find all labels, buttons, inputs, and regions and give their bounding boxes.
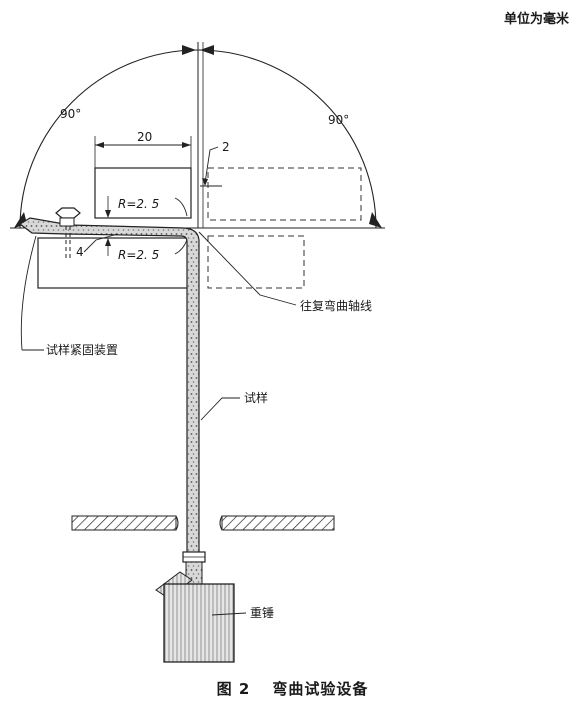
leader-clamp [20,235,37,351]
leader-specimen [200,397,240,421]
leader-bend-axis [198,231,297,306]
radius-upper-arrowhead [105,210,111,218]
guide-plate-left [71,515,177,531]
figure-caption: 图 2 弯曲试验设备 [0,678,585,699]
lower-jaw-block [37,237,192,289]
label-ref-4: 4 [76,245,84,259]
label-dim-20: 20 [137,130,152,144]
label-angle-right: 90° [328,113,349,127]
dim-arrow-right [182,142,191,148]
dashed-jaw-lower [207,235,305,289]
guide-hole-left-edge [175,515,179,531]
caption-number: 图 2 [216,680,251,698]
leader-2 [204,146,219,184]
label-clamp: 试样紧固装置 [46,342,118,357]
weight-body [163,583,235,663]
radius-lower-arrowhead [105,238,111,246]
label-radius-lower: R=2. 5 [118,248,159,262]
label-specimen: 试样 [244,390,268,405]
label-weight: 重锤 [250,605,274,620]
label-bend-axis: 往复弯曲轴线 [300,298,372,313]
leader-4 [83,233,119,253]
label-radius-upper: R=2. 5 [118,197,159,211]
arc-arrow-right [369,212,382,228]
unit-note: 单位为毫米 [503,12,569,27]
radius-lower-leader [174,239,188,255]
arc-arrow-top-left [182,45,196,55]
label-angle-left: 90° [60,107,81,121]
dashed-jaw-upper [207,167,362,221]
clamp-bolt [55,207,81,258]
radius-upper-leader [174,197,188,217]
label-ref-2: 2 [222,140,230,154]
arc-arrow-top-right [200,45,214,55]
leader-2-arrow [202,178,208,186]
dim-arrow-left [95,142,104,148]
caption-title: 弯曲试验设备 [272,680,369,698]
guide-hole-right-edge [219,515,223,531]
upper-jaw-block [94,167,192,219]
guide-plate-right [221,515,335,531]
leader-weight [211,612,247,616]
